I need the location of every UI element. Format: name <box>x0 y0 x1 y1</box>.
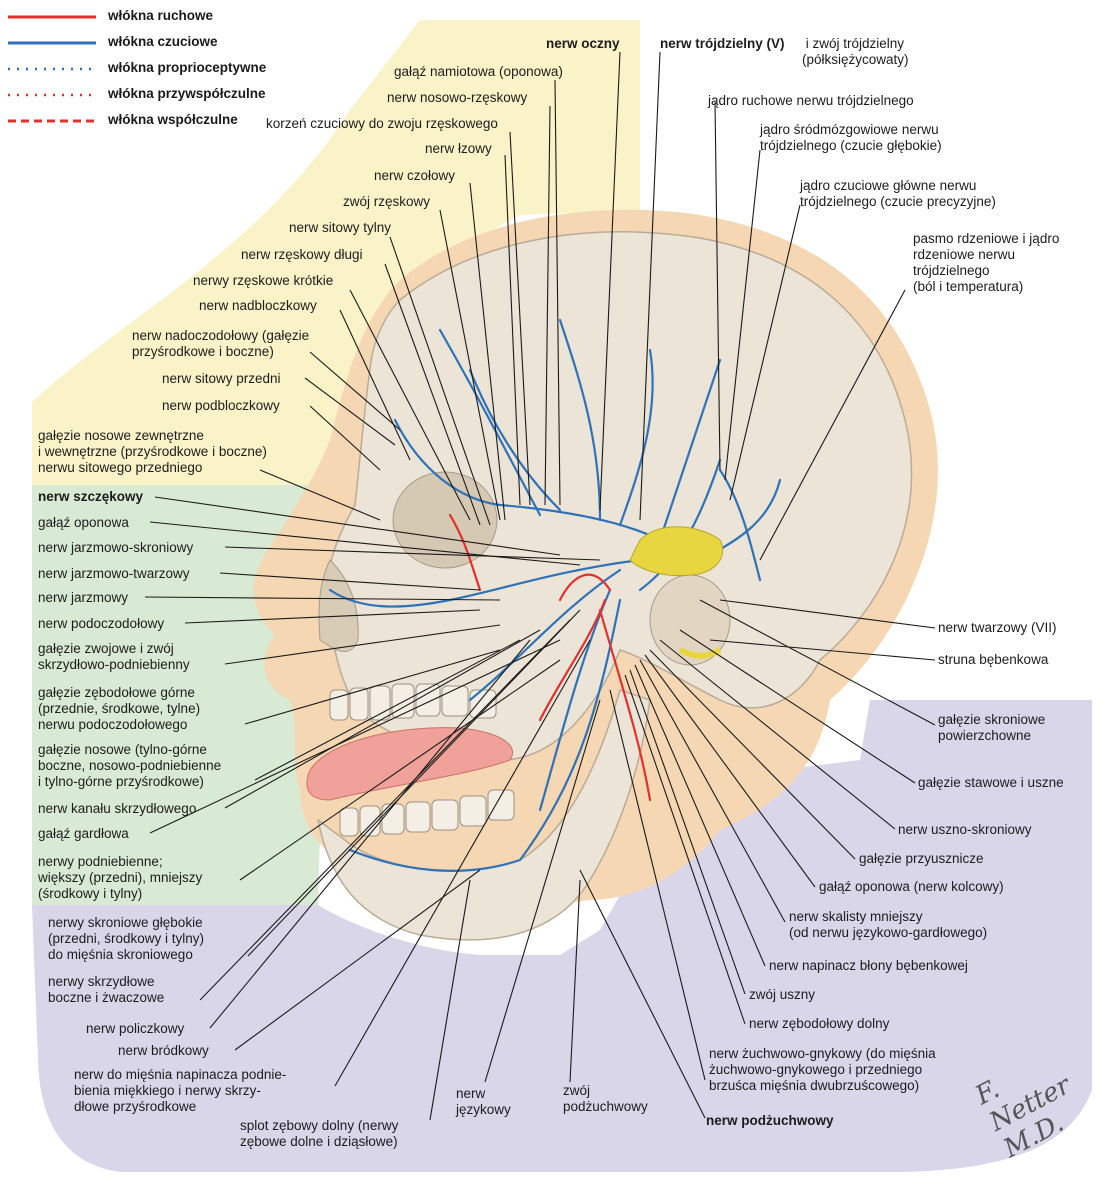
nasal-cavity <box>318 559 359 652</box>
label-podbloczkowy: nerw podbloczkowy <box>162 398 280 413</box>
label-nadbloczkowy: nerw nadbloczkowy <box>199 298 317 313</box>
solid-red-line-icon <box>8 15 96 19</box>
label-sitowy-przedni: nerw sitowy przedni <box>162 371 281 386</box>
label-galaz-gardlowa: gałąź gardłowa <box>38 826 129 841</box>
label-jadro-czuciowe: jądro czuciowe główne nerwu trójdzielneg… <box>800 178 996 209</box>
label-skroniowe-glebokie: nerwy skroniowe głębokie (przedni, środk… <box>48 915 205 962</box>
label-zwoj-trojdzielny: i zwój trójdzielny (półksiężycowaty) <box>802 36 909 67</box>
legend-label: włókna czuciowe <box>108 34 218 49</box>
motor-nerves <box>448 513 652 802</box>
label-przyusznicze: gałęzie przyusznicze <box>859 851 984 866</box>
label-galaz-namiotowa: gałąź namiotowa (oponowa) <box>394 64 563 79</box>
leader-lines <box>144 51 936 1121</box>
label-nerw-trojdzielny: nerw trójdzielny (V) <box>660 36 785 51</box>
dotted-blue-line-icon <box>8 67 96 71</box>
legend-label: włókna przywspółczulne <box>108 86 266 101</box>
label-nosowo-rzeskowy: nerw nosowo-rzęskowy <box>387 90 528 105</box>
label-skalisty-mniejszy: nerw skalisty mniejszy (od nerwu językow… <box>789 909 988 940</box>
label-korzen-czuciowy: korzeń czuciowy do zwoju rzęskowego <box>266 116 498 131</box>
label-galezie-nosowe-zewn: gałęzie nosowe zewnętrzne i wewnętrzne (… <box>38 428 267 475</box>
label-zwoj-podzuchwowy: zwój podżuchwowy <box>563 1083 648 1114</box>
label-napinacza-podniebienia: nerw do mięśnia napinacza podnie- bienia… <box>74 1067 287 1114</box>
label-pasmo-rdzeniowe: pasmo rdzeniowe i jądro rdzeniowe nerwu … <box>913 231 1060 294</box>
legend-label: włókna ruchowe <box>108 8 214 23</box>
label-zuchwowo-gnykowy: nerw żuchwowo-gnykowy (do mięśnia żuchwo… <box>709 1046 936 1093</box>
label-nerw-twarzowy: nerw twarzowy (VII) <box>938 620 1057 635</box>
label-sitowy-tylny: nerw sitowy tylny <box>289 220 392 235</box>
dotted-red-line-icon <box>8 93 96 97</box>
label-jadro-ruchowe: jądro ruchowe nerwu trójdzielnego <box>708 93 914 108</box>
label-struna-bebenkowa: struna bębenkowa <box>938 652 1049 667</box>
label-nerw-jezykowy: nerw językowy <box>456 1086 511 1117</box>
label-jarzmowo-skroniowy: nerw jarzmowo-skroniowy <box>38 540 194 555</box>
label-galezie-zwojowe: gałęzie zwojowe i zwój skrzydłowo-podnie… <box>38 641 190 672</box>
label-nerw-czolowy: nerw czołowy <box>374 168 456 183</box>
label-zebodolowe-gorne: gałęzie zębodołowe górne (przednie, środ… <box>38 685 201 732</box>
region-yellow-ophthalmic <box>32 20 640 485</box>
label-nerw-lzowy: nerw łzowy <box>425 141 492 156</box>
label-galezie-nosowe-tylne: gałęzie nosowe (tylno-górne boczne, noso… <box>38 742 222 789</box>
label-podniebienne: nerwy podniebienne; większy (przedni), m… <box>38 854 203 901</box>
label-galaz-oponowa: gałąź oponowa <box>38 515 129 530</box>
label-podoczodolowy: nerw podoczodołowy <box>38 616 165 631</box>
label-kanalu-skrzydlowego: nerw kanału skrzydłowego <box>38 801 197 816</box>
legend-label: włókna proprioceptywne <box>108 60 267 75</box>
label-nerw-jarzmowy: nerw jarzmowy <box>38 590 129 605</box>
label-zwoj-uszny: zwój uszny <box>749 987 816 1002</box>
trigeminal-ganglion <box>629 526 724 577</box>
label-jarzmowo-twarzowy: nerw jarzmowo-twarzowy <box>38 566 190 581</box>
label-splot-zebowy: splot zębowy dolny (nerwy zębowe dolne i… <box>240 1118 399 1149</box>
label-skroniowe-powierzchowne: gałęzie skroniowe powierzchowne <box>938 712 1046 743</box>
label-uszno-skroniowy: nerw uszno-skroniowy <box>898 822 1032 837</box>
sensory-nerves <box>328 318 782 872</box>
label-jadro-srodmozgowiowe: jądro śródmózgowiowe nerwu trójdzielnego… <box>760 122 942 153</box>
label-zebodolowy-dolny: nerw zębodołowy dolny <box>749 1016 890 1031</box>
label-stawowe-uszne: gałęzie stawowe i uszne <box>918 775 1064 790</box>
label-skrzydlowe-boczne: nerwy skrzydłowe boczne i żwaczowe <box>48 974 165 1005</box>
label-rzeskowy-dlugi: nerw rzęskowy długi <box>241 247 363 262</box>
facial-nerve-vii <box>678 647 722 659</box>
label-nerw-oczny: nerw oczny <box>546 36 620 51</box>
solid-blue-line-icon <box>8 41 96 45</box>
label-zwoj-rzeskowy: zwój rzęskowy <box>343 194 431 209</box>
label-brodkowy: nerw bródkowy <box>118 1043 209 1058</box>
region-purple-mandibular <box>32 700 1092 1172</box>
label-nadoczodolowy: nerw nadoczodołowy (gałęzie przyśrodkowe… <box>132 328 310 359</box>
dashed-red-line-icon <box>8 119 96 123</box>
label-oponowa-kolcowy: gałąź oponowa (nerw kolcowy) <box>819 879 1004 894</box>
label-nerw-podzuchwowy: nerw podżuchwowy <box>706 1113 834 1128</box>
label-policzkowy: nerw policzkowy <box>86 1021 185 1036</box>
label-napinacz-bebenkowej: nerw napinacz błony bębenkowej <box>769 958 968 973</box>
label-nerw-szczekowy: nerw szczękowy <box>38 489 144 504</box>
legend-label: włókna współczulne <box>108 112 238 127</box>
label-rzeskowe-krotkie: nerwy rzęskowe krótkie <box>193 273 334 288</box>
